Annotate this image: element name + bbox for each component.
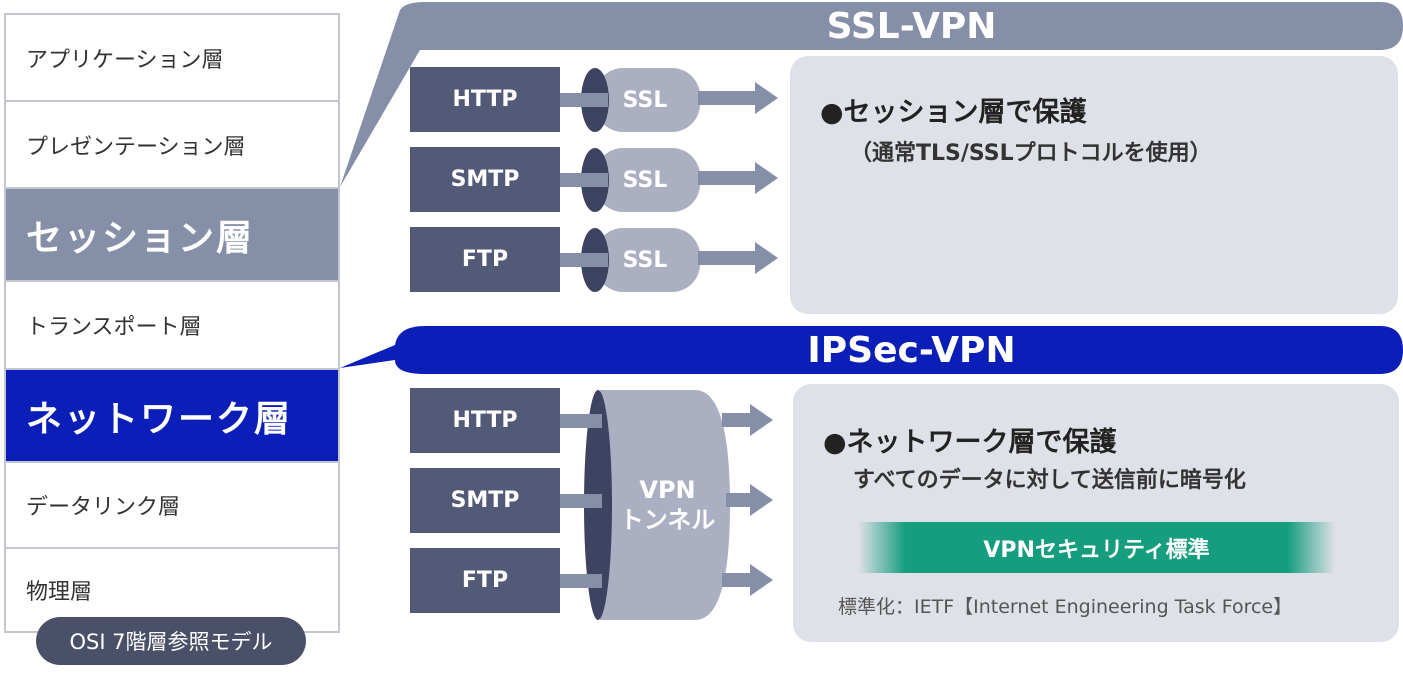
arrow-icon xyxy=(755,82,778,114)
vpn-security-standard-bar: VPNセキュリティ標準 xyxy=(858,522,1335,573)
osi-layer-presentation: プレゼンテーション層 xyxy=(6,102,338,189)
ssl-row-smtp xyxy=(560,148,778,212)
osi-layer-transport: トランスポート層 xyxy=(6,282,338,370)
osi-layer-datalink: データリンク層 xyxy=(6,463,338,549)
osi-layer-stack: アプリケーション層 プレゼンテーション層 セッション層 トランスポート層 ネット… xyxy=(4,13,340,633)
arrow-icon xyxy=(755,242,778,274)
osi-model-caption: OSI 7階層参照モデル xyxy=(36,617,306,665)
ssl-callout xyxy=(340,2,1403,187)
ipsec-vpn-description-sub: すべてのデータに対して送信前に暗号化 xyxy=(853,468,1246,493)
ipsec-protocol-ftp: FTP xyxy=(410,548,560,613)
vpn-tunnel-label-line2: トンネル xyxy=(619,506,716,534)
ssl-protocol-http: HTTP xyxy=(410,67,560,132)
ssl-vpn-description-sub: （通常TLS/SSLプロトコルを使用） xyxy=(850,141,1212,166)
arrow-icon xyxy=(750,404,773,436)
arrow-icon xyxy=(750,484,773,516)
ssl-row-http xyxy=(560,68,778,132)
ipsec-callout xyxy=(340,326,1403,374)
osi-layer-network: ネットワーク層 xyxy=(6,370,338,463)
arrow-icon xyxy=(750,564,773,596)
ssl-label-http: SSL xyxy=(622,87,668,113)
ipsec-protocol-http: HTTP xyxy=(410,388,560,453)
osi-layer-session: セッション層 xyxy=(6,189,338,282)
ssl-protocol-smtp: SMTP xyxy=(410,147,560,212)
ssl-vpn-title: SSL-VPN xyxy=(826,5,997,47)
ssl-vpn-description-panel xyxy=(790,56,1398,314)
ipsec-vpn-title: IPSec-VPN xyxy=(807,329,1016,371)
ipsec-protocol-smtp: SMTP xyxy=(410,468,560,533)
arrow-icon xyxy=(755,162,778,194)
ipsec-vpn-description-title: ●ネットワーク層で保護 xyxy=(823,427,1117,458)
vpn-tunnel-label: VPN トンネル xyxy=(610,475,725,535)
vpn-tunnel xyxy=(560,390,773,620)
ipsec-standardization-note: 標準化：IETF【Internet Engineering Task Force… xyxy=(838,596,1293,618)
ssl-row-ftp xyxy=(560,228,778,292)
osi-layer-physical: 物理層 xyxy=(26,580,93,605)
ssl-vpn-description-title: ●セッション層で保護 xyxy=(820,97,1087,128)
ssl-label-smtp: SSL xyxy=(622,167,668,193)
osi-layer-application: アプリケーション層 xyxy=(6,15,338,102)
ipsec-vpn-description-panel xyxy=(793,384,1399,642)
vpn-tunnel-label-line1: VPN xyxy=(639,476,696,504)
ssl-protocol-ftp: FTP xyxy=(410,227,560,292)
ssl-label-ftp: SSL xyxy=(622,247,668,273)
